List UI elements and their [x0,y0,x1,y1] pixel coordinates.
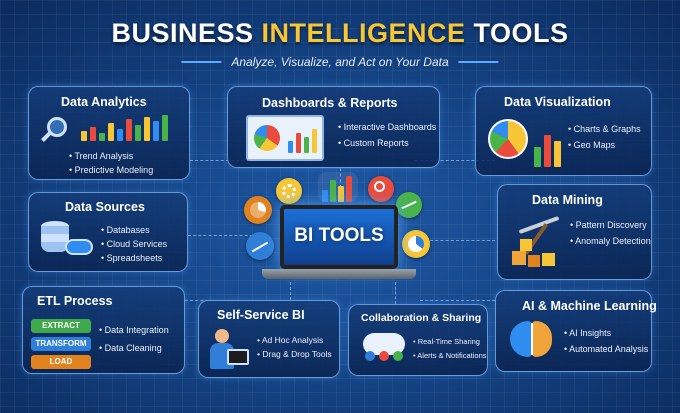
list-item: Geo Maps [568,137,641,153]
bar-chart-icon [318,172,358,202]
people-cloud-icon [359,329,409,369]
connector-line [395,282,396,304]
transform-step: TRANSFORM [31,337,91,351]
line-chart-icon [396,192,422,218]
card-title: Collaboration & Sharing [361,312,482,324]
list-item: Ad Hoc Analysis [257,333,332,347]
database-cloud-icon [41,221,95,263]
connector-line [188,235,258,236]
card-collaboration-sharing: Collaboration & Sharing Real-Time Sharin… [348,304,488,376]
list-item: Predictive Modeling [69,163,154,177]
card-title: Self-Service BI [217,308,305,322]
pie-icon [402,230,430,258]
card-title: Data Visualization [504,95,611,109]
feature-list: Interactive Dashboards Custom Reports [338,119,437,151]
connector-line [290,282,291,300]
list-item: Charts & Graphs [568,121,641,137]
divider [181,61,222,63]
list-item: Alerts & Notifications [413,349,486,363]
list-item: Pattern Discovery [570,217,651,233]
feature-list: Pattern Discovery Anomaly Detection [570,217,651,249]
card-data-visualization: Data Visualization Charts & Graphs Geo M… [475,86,652,176]
dashboard-screen-icon [246,115,324,161]
etl-pipeline-icon: EXTRACT TRANSFORM LOAD [23,287,103,375]
list-item: Spreadsheets [101,251,167,265]
extract-step: EXTRACT [31,319,91,333]
list-item: Drag & Drop Tools [257,347,331,361]
feature-list: Data Integration Data Cleaning [99,321,169,357]
line-chart-icon [246,232,274,260]
card-etl-process: ETL Process EXTRACT TRANSFORM LOAD Data … [22,286,185,374]
bi-tools-label: BI TOOLS [294,225,384,246]
card-data-analytics: Data Analytics Trend Analysis Predictive… [28,86,190,180]
divider [458,61,499,63]
list-item: Custom Reports [338,135,436,151]
feature-list: Charts & Graphs Geo Maps [568,121,641,153]
card-dashboards-reports: Dashboards & Reports Interactive Dashboa… [227,86,440,168]
person-tablet-icon [207,327,253,373]
magnifier-bar-chart-icon [41,115,181,142]
card-title: Dashboards & Reports [262,96,398,110]
load-step: LOAD [31,355,91,369]
bi-tools-laptop-screen: BI TOOLS [280,205,398,269]
list-item: Data Integration [99,321,169,339]
card-self-service-bi: Self-Service BI Ad Hoc Analysis Drag & D… [198,300,340,378]
feature-list: Ad Hoc Analysis Drag & Drop Tools [257,333,332,361]
list-item: Cloud Services [101,237,168,251]
list-item: Data Cleaning [99,339,169,357]
feature-list: Databases Cloud Services Spreadsheets [101,223,168,265]
page-title: BUSINESS INTELLIGENCE TOOLS [111,18,569,48]
connector-line [420,300,495,301]
connector-line [425,240,495,241]
list-item: Automated Analysis [564,341,648,357]
card-title: Data Sources [65,200,145,214]
list-item: Interactive Dashboards [338,119,437,135]
subtitle-bar: Analyze, Visualize, and Act on Your Data [181,55,499,69]
feature-list: AI Insights Automated Analysis [564,325,648,357]
connector-line [340,168,341,188]
card-data-sources: Data Sources Databases Cloud Services Sp… [28,192,188,272]
card-title: ETL Process [37,294,113,308]
pie-bar-chart-icon [488,115,564,167]
search-icon [368,176,394,202]
list-item: Trend Analysis [69,149,153,163]
list-item: Anomaly Detection [570,233,651,249]
gear-icon [276,178,302,204]
card-title: Data Analytics [61,95,147,109]
page-subtitle: Analyze, Visualize, and Act on Your Data [231,55,449,69]
feature-list: Trend Analysis Predictive Modeling [69,149,154,177]
list-item: Databases [101,223,167,237]
ai-brain-icon [508,319,554,361]
card-title: AI & Machine Learning [522,299,657,313]
feature-list: Real-Time Sharing Alerts & Notifications [413,335,487,363]
card-data-mining: Data Mining Pattern Discovery Anomaly De… [497,184,652,280]
pie-icon [244,196,272,224]
list-item: AI Insights [564,325,648,341]
list-item: Real-Time Sharing [413,335,487,349]
card-title: Data Mining [532,193,603,207]
card-ai-machine-learning: AI & Machine Learning AI Insights Automa… [495,290,657,372]
connector-line [415,160,495,161]
laptop-base [262,269,416,279]
pickaxe-cubes-icon [508,213,568,271]
